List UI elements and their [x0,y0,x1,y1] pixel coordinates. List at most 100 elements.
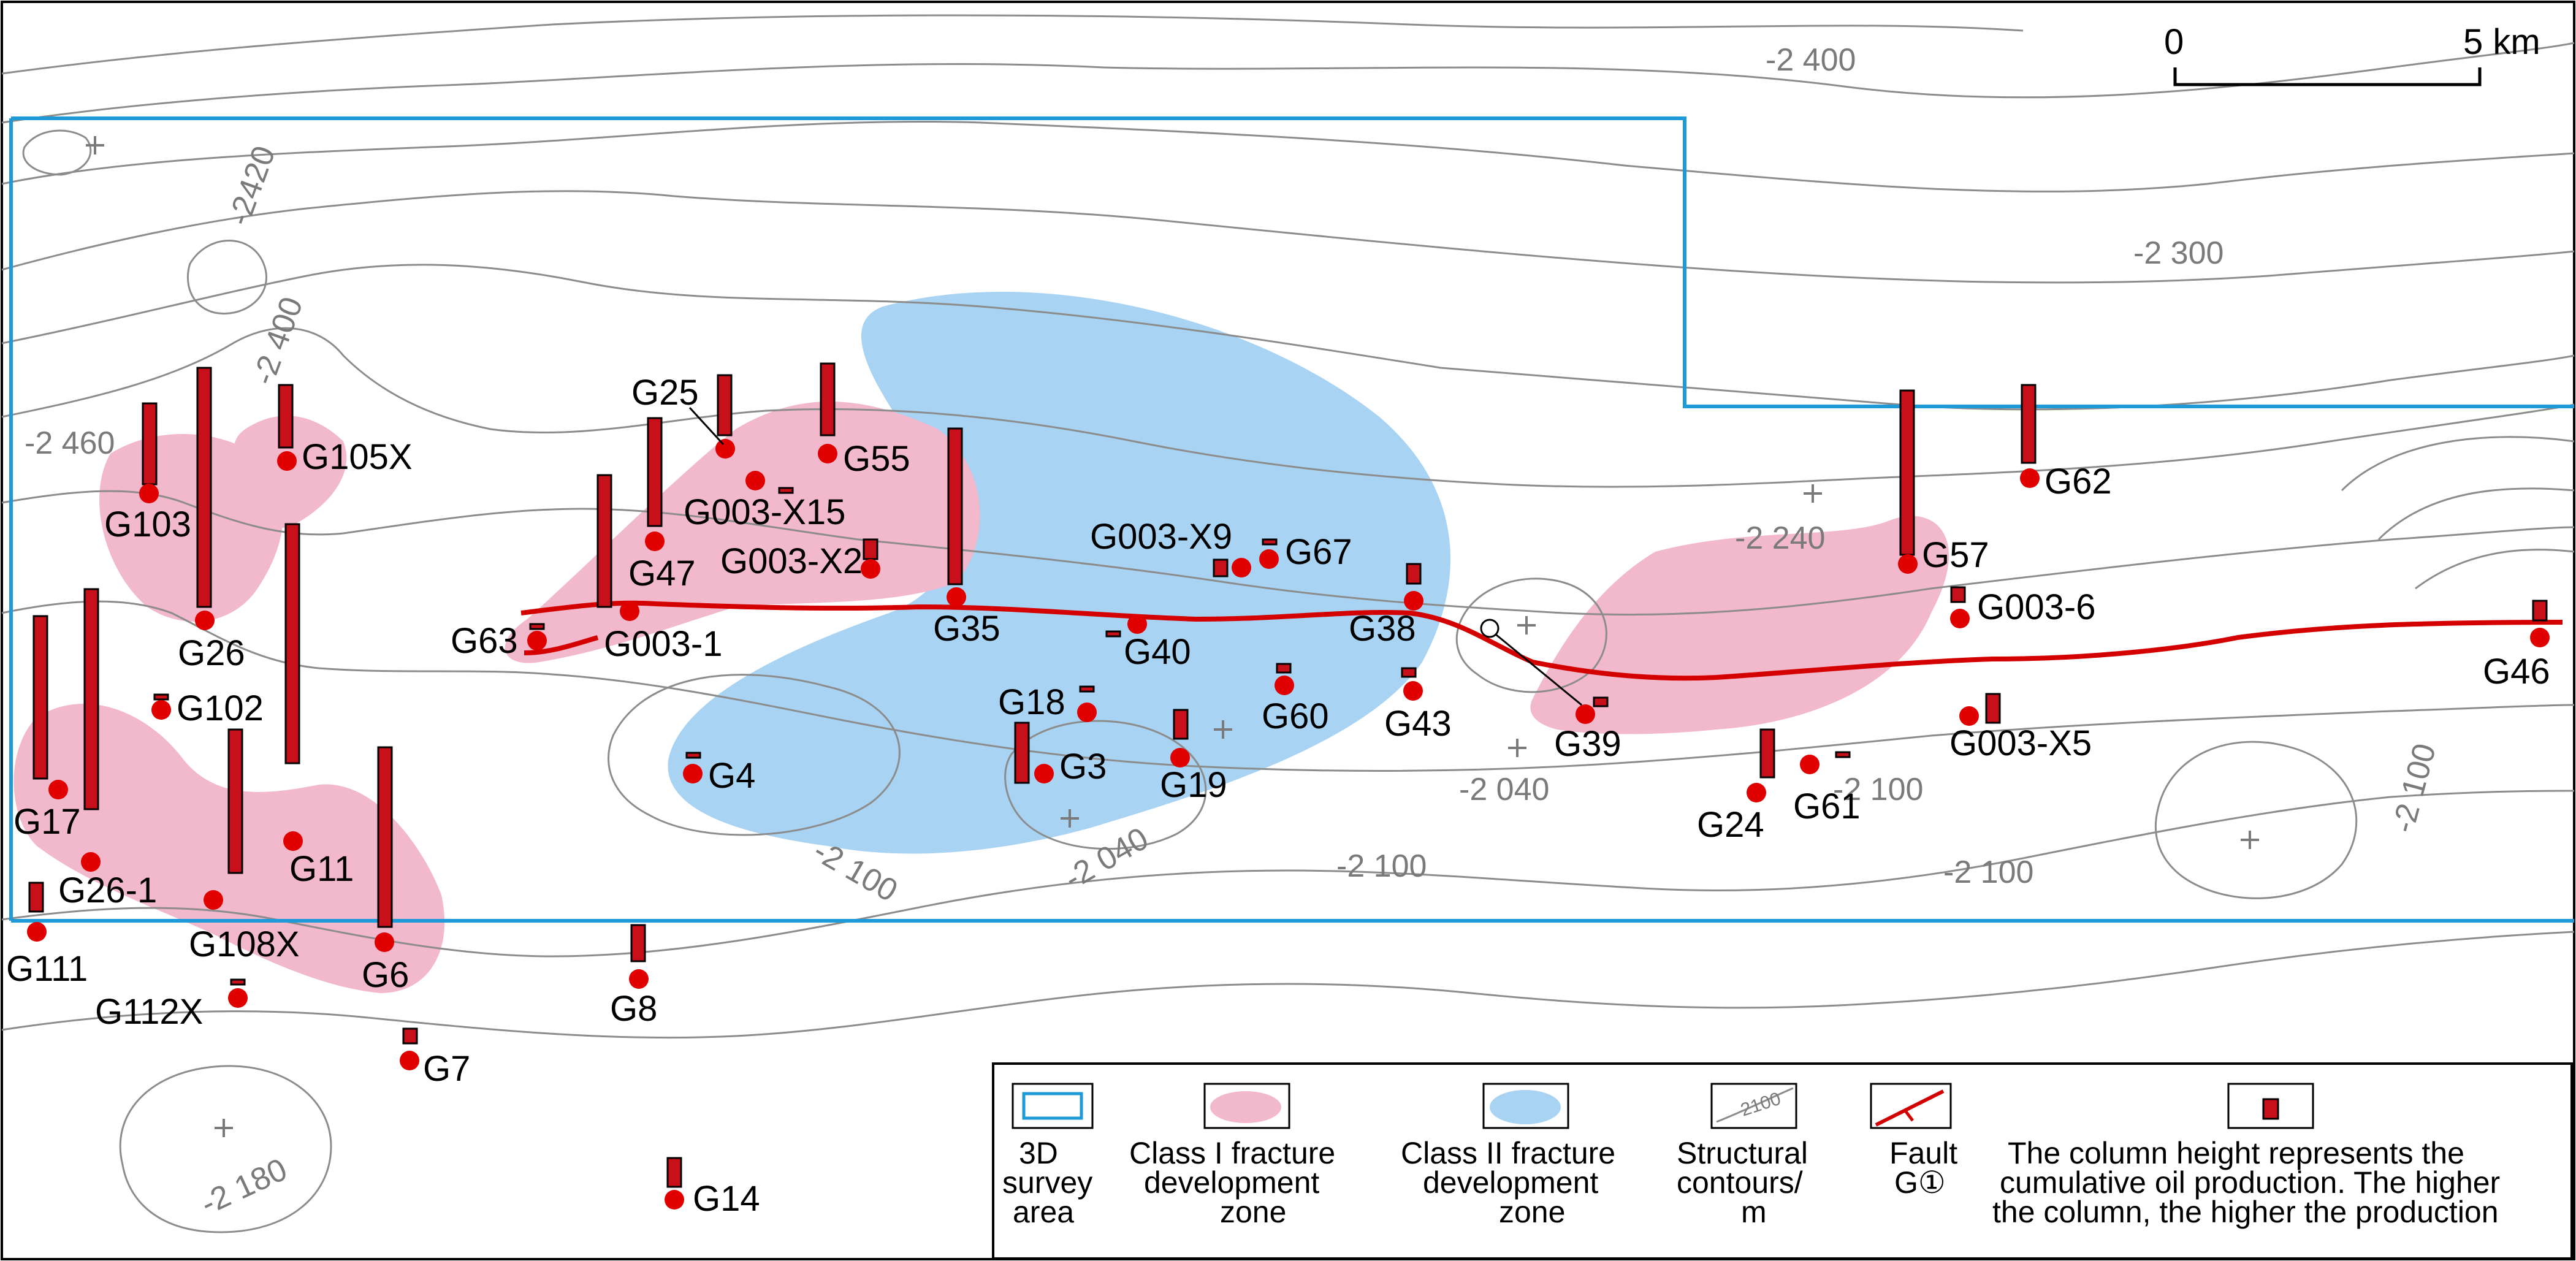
survey-swatch-outline [1022,1092,1083,1120]
fault-line-branch [524,635,599,655]
well-marker [1800,755,1820,774]
well-marker [1959,706,1979,726]
well-marker [228,988,248,1008]
well-marker [2530,628,2550,647]
class1-swatch-shape [1210,1091,1281,1123]
well-G67: G67 [1259,532,1352,572]
well-production-column [83,588,99,810]
well-label: G24 [1697,805,1764,845]
well-marker [195,611,215,630]
well-production-column [1899,389,1915,556]
well-label: G63 [451,621,518,661]
well-label: G25 [631,373,699,413]
well-production-column [32,615,48,780]
well-G63: G63 [451,621,547,661]
well-marker [81,852,101,872]
well-production-column [630,924,646,962]
well-G102: G102 [151,688,264,728]
well-production-column [1276,663,1292,674]
well-marker [1127,614,1147,634]
well-label: G19 [1160,765,1227,805]
well-label: G46 [2483,652,2550,691]
well-G55: G55 [818,362,910,479]
well-production-column [196,367,212,608]
well-label: G8 [610,989,657,1029]
fault-line [520,600,2563,681]
well-G11: G11 [283,523,354,889]
well-G105X: G105X [277,384,413,477]
well-label: G39 [1554,724,1621,764]
contour-label: -2 400 [1766,42,1856,78]
well-label: G105X [302,437,413,477]
well-label: G43 [1384,704,1452,744]
well-marker [1404,591,1423,611]
well-label: G4 [708,756,755,796]
well-G61: G61 [1793,751,1861,826]
well-marker [818,444,837,463]
well-production-column [820,362,836,436]
well-production-column [529,623,545,630]
well-G39: G39 [1480,619,1621,764]
well-label: G103 [104,505,191,544]
well-G112X: G112X [95,978,248,1032]
structural-contours [1,14,2575,1233]
well-G003-X9: G003-X9 [1090,517,1251,577]
well-marker [745,471,765,490]
contour-label: -2 100 [1943,855,2033,890]
well-production-column [2021,384,2037,464]
well-G19: G19 [1160,709,1227,805]
well-production-column [1985,693,2001,724]
well-G003-1: G003-1 [596,474,722,664]
well-production-column [778,487,794,494]
well-G003-X5: G003-X5 [1949,693,2092,763]
well-label: G35 [933,609,1000,649]
wells-layer: G103 G26 G105X G102 G17 G26-1 G11 G108X … [6,362,2550,1219]
well-production-column [596,474,612,608]
well-marker [861,559,880,579]
well-label: G111 [6,949,88,989]
well-marker [400,1051,419,1070]
well-G17: G17 [13,615,81,842]
well-label: G14 [693,1179,760,1219]
well-marker [1170,748,1190,768]
well-production-column [647,417,663,527]
well-label: G003-X9 [1090,517,1232,557]
well-marker [1259,549,1279,569]
well-marker [27,922,47,942]
well-G60: G60 [1262,663,1329,736]
well-production-column [1950,586,1966,603]
class2-swatch-shape [1490,1090,1561,1124]
well-production-column [227,728,243,874]
well-production-column [863,538,878,560]
contour-label: -2 460 [25,425,115,461]
well-production-column [278,384,294,449]
well-marker [665,1190,684,1210]
well-label: G6 [362,955,409,995]
class-II-fracture-zones [668,291,1450,854]
well-production-column [153,693,169,701]
well-marker [1403,681,1423,701]
well-G25: G25 [631,373,735,459]
well-marker [1950,609,1970,628]
well-production-column [142,402,158,486]
well-production-column [1173,709,1189,740]
well-G4: G4 [683,752,755,796]
well-marker [620,601,639,621]
well-label: G003-6 [1977,587,2095,627]
well-G3: G3 [1014,722,1107,787]
scale-start-label: 0 [2164,22,2184,62]
well-leader-line [1495,633,1582,706]
well-label: G67 [1285,532,1352,572]
well-label: G18 [998,682,1065,722]
well-production-column [1079,685,1095,693]
survey-area-outline [11,116,2574,923]
well-G40: G40 [1105,614,1191,672]
well-marker [48,780,68,799]
well-label: G003-X2 [720,541,863,581]
well-G14: G14 [665,1157,760,1219]
